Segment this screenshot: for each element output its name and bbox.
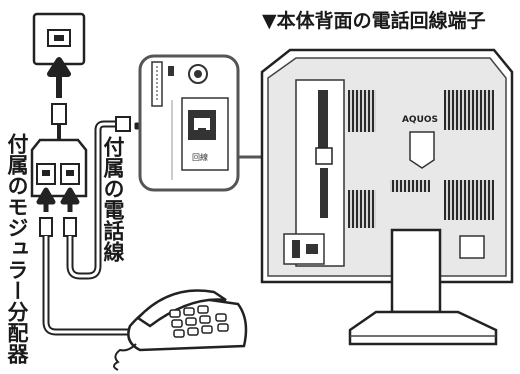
tv-cord-plug bbox=[115, 116, 131, 132]
jack-label: 回線 bbox=[192, 152, 208, 162]
modular-splitter bbox=[30, 138, 88, 198]
splitter-plug bbox=[51, 103, 67, 140]
phone-plug bbox=[39, 217, 53, 237]
tv-brand-logo: AQUOS bbox=[402, 115, 438, 125]
telephone-cord bbox=[44, 236, 160, 334]
splitter-label: 付属のモジュラー分配器 bbox=[5, 133, 29, 364]
tv-rear: AQUOS bbox=[260, 48, 514, 284]
tv-stand bbox=[348, 228, 498, 346]
telephone bbox=[113, 289, 248, 371]
phone-cord-label: 付属の電話線 bbox=[101, 136, 125, 262]
arrow-splitter-left bbox=[36, 187, 56, 212]
rear-panel-heading: ▼本体背面の電話回線端子 bbox=[262, 10, 486, 32]
tv-phone-cord bbox=[68, 122, 116, 278]
jack-zoom-callout: 回線 bbox=[138, 54, 240, 192]
arrow-to-wall-jack bbox=[47, 57, 71, 98]
wall-jack bbox=[32, 12, 86, 66]
arrow-splitter-right bbox=[60, 187, 80, 212]
tv-line-plug bbox=[63, 217, 77, 237]
